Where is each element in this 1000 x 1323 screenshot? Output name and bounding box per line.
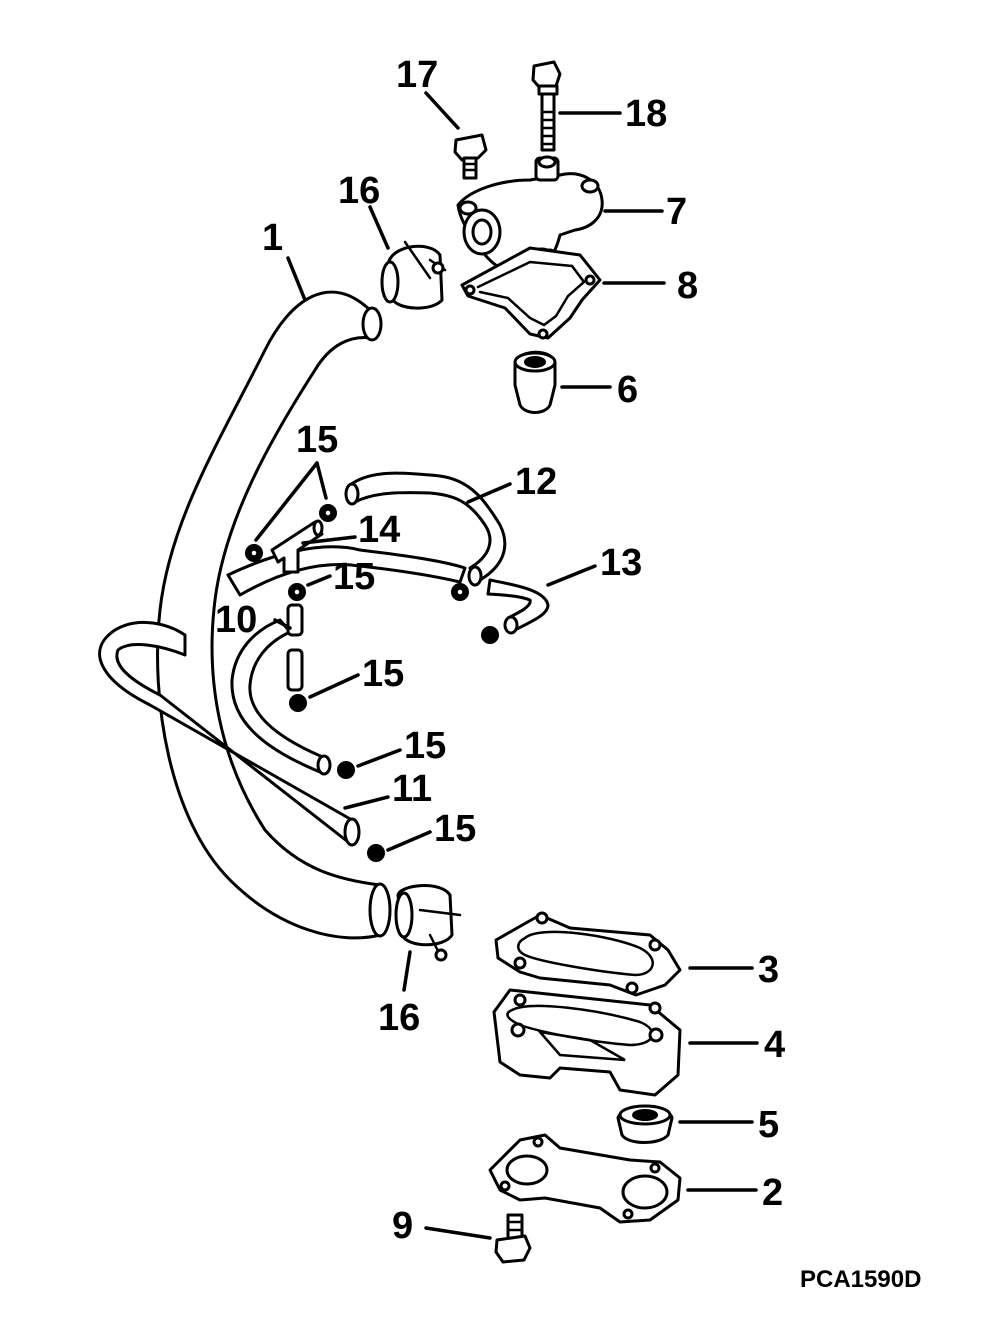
part-5-grommet <box>616 1104 674 1144</box>
callout-16-bottom: 16 <box>378 997 420 1039</box>
callout-labels: 1 16 17 18 7 8 6 15 12 14 15 13 10 15 15… <box>215 54 921 1293</box>
leader-lines <box>254 91 759 1240</box>
part-14-tee-fitting <box>270 519 324 574</box>
part-3-gasket <box>494 911 682 997</box>
callout-7: 7 <box>666 191 687 233</box>
callout-15-b: 15 <box>333 556 375 598</box>
callout-15-c: 15 <box>362 653 404 695</box>
callout-1: 1 <box>262 217 283 259</box>
part-11-long-hose <box>98 620 361 847</box>
callout-4: 4 <box>764 1024 785 1066</box>
callout-6: 6 <box>617 369 638 411</box>
part-4-adapter <box>492 988 682 1097</box>
callout-17: 17 <box>396 54 438 96</box>
callout-16-top: 16 <box>338 170 380 212</box>
callout-14: 14 <box>358 509 400 551</box>
callout-12: 12 <box>515 461 557 503</box>
callout-10: 10 <box>215 599 257 641</box>
callout-18: 18 <box>625 93 667 135</box>
part-18-bolt <box>531 60 562 152</box>
figure-code: PCA1590D <box>800 1266 921 1293</box>
part-8-gasket <box>460 246 602 340</box>
part-17-bolt <box>453 133 488 180</box>
part-16-clamp-bottom <box>394 884 462 962</box>
callout-3: 3 <box>758 949 779 991</box>
part-6-thermostat <box>513 350 557 414</box>
part-13-hose <box>486 578 550 635</box>
part-12-hose <box>344 471 507 587</box>
callout-15-e: 15 <box>434 808 476 850</box>
callout-9: 9 <box>392 1205 413 1247</box>
part-16-clamp-top <box>380 240 447 310</box>
callout-8: 8 <box>677 265 698 307</box>
part-9-bolt <box>494 1213 532 1264</box>
part-1-large-hose <box>156 290 392 940</box>
part-2-gasket <box>488 1133 682 1224</box>
callout-2: 2 <box>762 1172 783 1214</box>
callout-11: 11 <box>392 768 432 810</box>
callout-15-a: 15 <box>296 419 338 461</box>
callout-13: 13 <box>600 542 642 584</box>
callout-15-d: 15 <box>404 725 446 767</box>
part-15-clips <box>245 504 499 862</box>
callout-5: 5 <box>758 1104 779 1146</box>
